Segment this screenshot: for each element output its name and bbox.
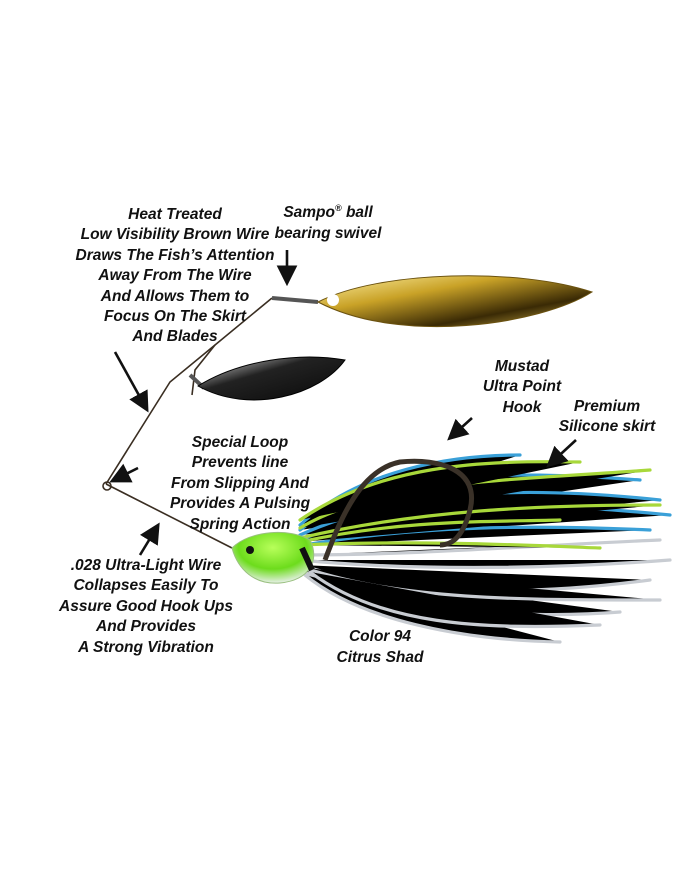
loop-arrow [109,463,139,483]
callout-line: Away From The Wire [98,267,252,285]
ultralight-wire-callout: .028 Ultra-Light Wire Collapses Easily T… [59,556,233,658]
callout-line: And Provides [96,618,196,636]
callout-line: Focus On The Skirt [103,308,247,326]
brand-name: Sampo [283,204,336,222]
callout-line: Provides A Pulsing [169,495,311,513]
callout-line: Assure Good Hook Ups [59,597,233,615]
callout-line: Prevents line [191,454,289,472]
callout-line: Sampo® ball [275,198,382,224]
registered-mark: ® [335,203,342,213]
skirt-arrow [546,439,577,468]
callout-line: Ultra Point [482,378,562,396]
ultralight-arrow [138,522,160,556]
callout-line: Mustad [494,358,550,375]
callout-line: Premium [573,398,641,415]
callout-line: Spring Action [189,515,291,533]
callout-line: And Allows Them to [100,287,250,305]
callout-line: Citrus Shad [336,649,424,666]
callout-line: Draws The Fish’s Attention [75,246,275,264]
callout-line: And Blades [132,328,218,346]
silver-willow-blade [197,356,346,401]
callout-line: A Strong Vibration [78,638,214,656]
gold-willow-blade [316,275,594,328]
callout-line: .028 Ultra-Light Wire [70,557,222,574]
wire-arm [102,297,273,549]
hook-callout: Mustad Ultra Point Hook [483,357,561,418]
color-callout: Color 94 Citrus Shad [337,626,424,668]
callout-line: Hook [502,398,542,416]
callout-line: bearing swivel [274,224,382,242]
lure-head [231,531,315,584]
callout-text: ball [341,204,373,222]
callout-line: Low Visibility Brown Wire [80,226,270,244]
callout-line: Color 94 [348,628,412,645]
swivel-callout: Sampo® ball bearing swivel [275,198,382,244]
wire-callout: Heat Treated Low Visibility Brown Wire D… [76,205,275,348]
callout-line: From Slipping And [170,474,310,492]
loop-callout: Special Loop Prevents line From Slipping… [170,433,310,535]
hook-arrow [447,417,473,441]
hook [322,458,474,561]
wire-arrow [113,351,149,413]
callout-arrows [109,250,577,556]
skirt-callout: Premium Silicone skirt [559,397,655,438]
callout-line: Collapses Easily To [73,577,219,595]
callout-line: Silicone skirt [558,418,656,436]
callout-line: Special Loop [191,434,289,451]
callout-line: Heat Treated [128,206,222,223]
silicone-skirt [298,453,672,644]
lure-eye [246,546,254,554]
